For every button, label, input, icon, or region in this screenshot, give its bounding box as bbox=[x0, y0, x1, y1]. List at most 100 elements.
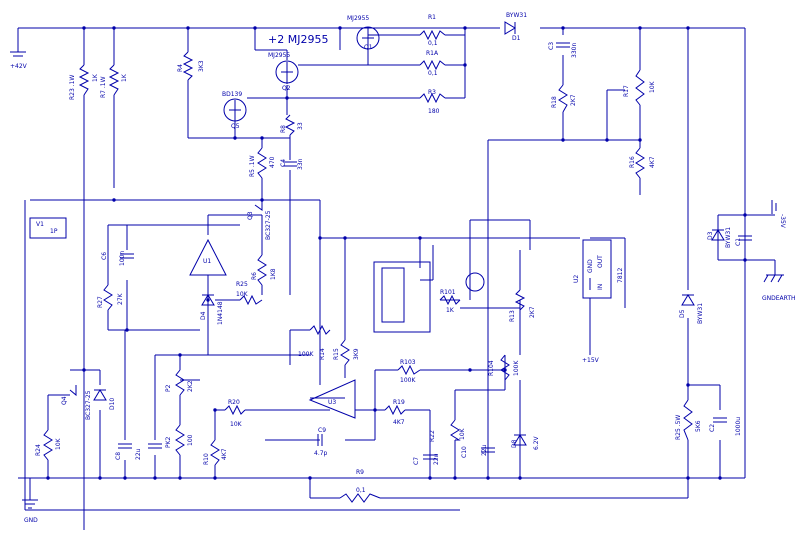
ground-earth-symbol bbox=[763, 274, 784, 283]
label-r18-value: 2K7 bbox=[570, 94, 577, 106]
capacitor-c4 bbox=[283, 161, 297, 167]
label-r23-value: 1K bbox=[92, 73, 99, 82]
capacitor-c3 bbox=[556, 42, 570, 48]
label-p2: P2 bbox=[165, 384, 172, 392]
label-u2-in: IN bbox=[597, 284, 604, 290]
label-r18: R18 bbox=[551, 96, 558, 108]
label-c4-value: 33n bbox=[297, 158, 304, 170]
diagram-heading: +2 MJ2955 bbox=[268, 33, 328, 46]
resistor-r18 bbox=[558, 84, 568, 113]
label-r103: R103 bbox=[400, 359, 416, 366]
label-c3-value: 330n bbox=[571, 43, 578, 58]
label-c1: C1 bbox=[735, 238, 742, 246]
supply-pos-symbol bbox=[10, 51, 26, 57]
label-q2-type: MJ2955 bbox=[268, 52, 290, 59]
label-d5-type: BYW31 bbox=[697, 303, 704, 324]
label-r19-value: 4K7 bbox=[393, 419, 405, 426]
resistor-r1a bbox=[419, 59, 446, 71]
label-neg-rail: -35V bbox=[779, 214, 786, 229]
label-u2-type: 7812 bbox=[617, 268, 624, 283]
resistor-r19 bbox=[384, 404, 406, 416]
label-r25: R25 .5W bbox=[675, 415, 682, 440]
label-r24: R24 bbox=[35, 444, 42, 456]
label-d10: D10 bbox=[109, 398, 116, 410]
label-pos-rail: +42V bbox=[10, 63, 28, 70]
wiring bbox=[17, 27, 776, 530]
label-r1a: R1A bbox=[426, 50, 439, 57]
label-r15-value: 3K9 bbox=[353, 348, 360, 360]
label-c7: C7 bbox=[413, 457, 420, 465]
opamp-u3 bbox=[308, 379, 356, 419]
resistor-r10 bbox=[210, 439, 220, 466]
supply-neg-symbol bbox=[771, 200, 777, 214]
label-r16: R16 bbox=[629, 156, 636, 168]
label-r104: R104 bbox=[488, 360, 495, 376]
label-r10-value: 4K7 bbox=[221, 448, 228, 460]
diode-d5 bbox=[681, 294, 695, 306]
label-r101-value: 1K bbox=[446, 307, 455, 314]
diode-d10 bbox=[93, 389, 107, 401]
resistor-r22 bbox=[450, 419, 461, 441]
label-r27-value: 27K bbox=[117, 292, 124, 305]
label-r20-value: 10K bbox=[230, 421, 243, 428]
resistor-r9 bbox=[339, 493, 381, 503]
label-d5: D5 bbox=[679, 309, 686, 318]
labels: +2 MJ2955 +42V -35V GND GNDEARTH +15V R2… bbox=[10, 12, 796, 524]
resistor-r5 bbox=[257, 147, 267, 179]
label-d3-type: BYW31 bbox=[725, 227, 732, 248]
label-r19: R19 bbox=[393, 399, 405, 406]
label-r16-value: 4K7 bbox=[649, 156, 656, 168]
label-d1-type: BYW31 bbox=[506, 12, 527, 19]
label-r7-value: 1K bbox=[121, 73, 128, 82]
label-r25x-value: 10K bbox=[236, 291, 249, 298]
label-r104-value: 100K bbox=[513, 360, 520, 376]
label-d4-type: 1N4148 bbox=[217, 301, 224, 325]
resistor-r23 bbox=[78, 64, 90, 96]
label-r5-value: 470 bbox=[269, 156, 276, 168]
label-r101: R101 bbox=[440, 289, 456, 296]
resistor-r27 bbox=[103, 284, 113, 311]
resistor-r103 bbox=[397, 364, 421, 376]
label-c7-value: 22u bbox=[433, 453, 440, 465]
label-q5-type: BD139 bbox=[222, 91, 242, 98]
capacitor-c10 bbox=[481, 447, 495, 453]
resistor-r3 bbox=[419, 92, 446, 104]
capacitor-c8 bbox=[118, 443, 132, 449]
label-r9-value: 0,1 bbox=[356, 487, 366, 494]
label-plus15: +15V bbox=[582, 357, 600, 364]
resistor-r104 bbox=[500, 354, 510, 381]
components bbox=[10, 21, 784, 509]
switch-box bbox=[373, 261, 431, 333]
opamp-u1 bbox=[189, 238, 227, 276]
label-p2-value: 2K2 bbox=[187, 380, 194, 392]
resistor-r1 bbox=[419, 29, 446, 41]
label-r22: R22 bbox=[429, 430, 436, 442]
label-r6-value: 1K8 bbox=[270, 268, 277, 280]
label-c2-value: 1000u bbox=[735, 417, 742, 436]
diode-d1 bbox=[504, 21, 516, 35]
label-u1: U1 bbox=[203, 258, 211, 265]
label-r13: R13 bbox=[509, 310, 516, 322]
label-r15: R15 bbox=[333, 348, 340, 360]
resistor-r24 bbox=[43, 429, 53, 461]
label-r25-value: 5K6 bbox=[695, 420, 702, 432]
label-gnd-earth: GNDEARTH bbox=[762, 295, 796, 302]
label-u2-gnd: GND bbox=[587, 259, 594, 273]
label-d8: D8 bbox=[511, 439, 518, 448]
label-c8: C8 bbox=[115, 452, 122, 460]
label-q1: Q1 bbox=[364, 44, 373, 51]
resistor-r8 bbox=[284, 114, 296, 136]
label-c6: C6 bbox=[101, 252, 108, 260]
capacitor-c2 bbox=[713, 417, 727, 423]
label-r23: R23 .1W bbox=[69, 75, 76, 100]
resistor-r20 bbox=[224, 404, 246, 416]
capacitor-c9 bbox=[317, 434, 323, 446]
resistor-r16 bbox=[635, 147, 645, 179]
resistor-p2 bbox=[175, 369, 185, 396]
label-r4-value: 3K3 bbox=[198, 60, 205, 72]
label-r6: R6 bbox=[251, 272, 258, 280]
vref-v1 bbox=[29, 217, 67, 239]
label-v1: V1 bbox=[36, 221, 44, 228]
label-r14-value: 100K bbox=[298, 351, 314, 358]
label-r4: R4 bbox=[177, 64, 184, 72]
